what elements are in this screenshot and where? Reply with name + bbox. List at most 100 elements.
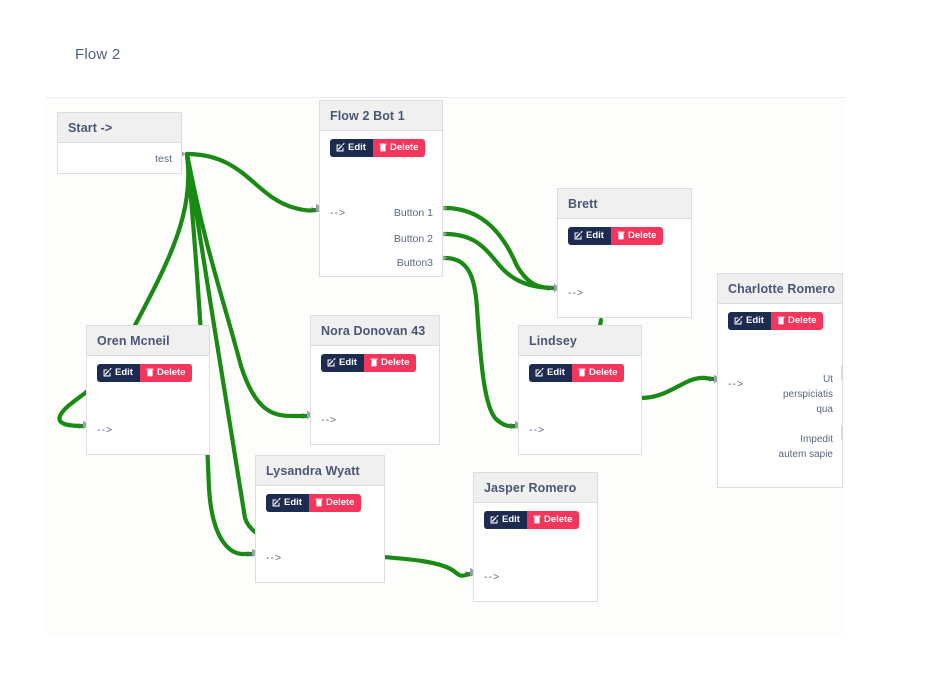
edit-button[interactable]: Edit (529, 364, 572, 382)
pencil-square-icon (336, 143, 345, 152)
node-body: Edit Delete --> (256, 486, 384, 580)
node-actions: Edit Delete (311, 346, 439, 372)
trash-icon (777, 316, 785, 325)
node-input-port[interactable]: --> (568, 287, 585, 299)
node-title: Start -> (58, 113, 181, 143)
node-actions: Edit Delete (87, 356, 209, 382)
node-output-port[interactable]: Button 1 (393, 207, 433, 219)
node-body: Edit Delete --> (558, 219, 691, 315)
flow-edge[interactable] (184, 151, 320, 213)
delete-button-label: Delete (787, 315, 817, 326)
node-body: Edit Delete --> (311, 346, 439, 442)
node-actions: Edit Delete (474, 503, 597, 529)
delete-button[interactable]: Delete (770, 312, 824, 330)
node-title: Brett (558, 189, 691, 219)
delete-button[interactable]: Delete (372, 139, 426, 157)
node-input-port[interactable]: --> (321, 414, 338, 426)
delete-button[interactable]: Delete (610, 227, 664, 245)
trash-icon (146, 368, 154, 377)
edit-button-label: Edit (586, 230, 604, 241)
flow-node-flow-2-bot-1[interactable]: Flow 2 Bot 1 Edit Delete --> Button 1 Button … (319, 100, 443, 277)
edit-button-label: Edit (284, 497, 302, 508)
edit-button[interactable]: Edit (728, 312, 771, 330)
delete-button[interactable]: Delete (308, 494, 362, 512)
node-actions: Edit Delete (320, 131, 442, 157)
trash-icon (315, 498, 323, 507)
flow-edge[interactable] (442, 205, 556, 291)
node-input-port[interactable]: --> (529, 424, 546, 436)
node-output-port[interactable]: Button 2 (393, 233, 433, 245)
edit-button-label: Edit (746, 315, 764, 326)
pencil-square-icon (490, 515, 499, 524)
node-title: Lindsey (519, 326, 641, 356)
edit-button[interactable]: Edit (568, 227, 611, 245)
node-actions: Edit Delete (256, 486, 384, 512)
node-body: Edit Delete --> (87, 356, 209, 452)
edit-button-label: Edit (115, 367, 133, 378)
text-clip-marker (841, 366, 843, 380)
trash-icon (370, 358, 378, 367)
flow-node-nora-donovan-43[interactable]: Nora Donovan 43 Edit Delete --> (310, 315, 440, 445)
edit-button[interactable]: Edit (484, 511, 527, 529)
edit-button[interactable]: Edit (266, 494, 309, 512)
node-title: Jasper Romero (474, 473, 597, 503)
edit-button-label: Edit (348, 142, 366, 153)
node-input-port[interactable]: --> (728, 378, 745, 390)
delete-button-label: Delete (543, 514, 573, 525)
pencil-square-icon (272, 498, 281, 507)
node-actions: Edit Delete (519, 356, 641, 382)
page-title: Flow 2 (75, 46, 121, 63)
node-body: Edit Delete --> (519, 356, 641, 452)
edit-button-label: Edit (339, 357, 357, 368)
edit-button[interactable]: Edit (330, 139, 373, 157)
node-title: Flow 2 Bot 1 (320, 101, 442, 131)
node-body: test (58, 143, 181, 171)
node-title: Charlotte Romero (718, 274, 842, 304)
edit-button[interactable]: Edit (97, 364, 140, 382)
trash-icon (617, 231, 625, 240)
trash-icon (533, 515, 541, 524)
node-input-port[interactable]: --> (330, 207, 347, 219)
edit-button-label: Edit (502, 514, 520, 525)
node-text-block: Ut perspiciatis qua (782, 374, 833, 415)
delete-button-label: Delete (325, 497, 355, 508)
flow-edge[interactable] (442, 231, 556, 291)
text-clip-marker (841, 426, 843, 440)
flow-header: Flow 2 (45, 28, 845, 98)
pencil-square-icon (327, 358, 336, 367)
node-text-block: Impedit autem sapie (778, 434, 833, 460)
delete-button[interactable]: Delete (363, 354, 417, 372)
pencil-square-icon (574, 231, 583, 240)
node-title: Lysandra Wyatt (256, 456, 384, 486)
flow-edge[interactable] (638, 375, 718, 401)
node-output-port[interactable]: test (155, 153, 172, 165)
delete-button[interactable]: Delete (526, 511, 580, 529)
flow-edge[interactable] (442, 255, 519, 429)
node-body: Edit Delete --> (474, 503, 597, 599)
node-title: Nora Donovan 43 (311, 316, 439, 346)
delete-button[interactable]: Delete (571, 364, 625, 382)
node-output-port[interactable]: Button3 (396, 257, 433, 269)
flow-node-start[interactable]: Start -> test (57, 112, 182, 174)
delete-button-label: Delete (588, 367, 618, 378)
delete-button-label: Delete (156, 367, 186, 378)
node-body: Edit Delete --> Button 1 Button 2 Button3 (320, 131, 442, 274)
edit-button[interactable]: Edit (321, 354, 364, 372)
node-input-port[interactable]: --> (484, 571, 501, 583)
node-input-port[interactable]: --> (97, 424, 114, 436)
node-actions: Edit Delete (558, 219, 691, 245)
node-title: Oren Mcneil (87, 326, 209, 356)
trash-icon (578, 368, 586, 377)
pencil-square-icon (103, 368, 112, 377)
node-input-port[interactable]: --> (266, 552, 283, 564)
delete-button[interactable]: Delete (139, 364, 193, 382)
